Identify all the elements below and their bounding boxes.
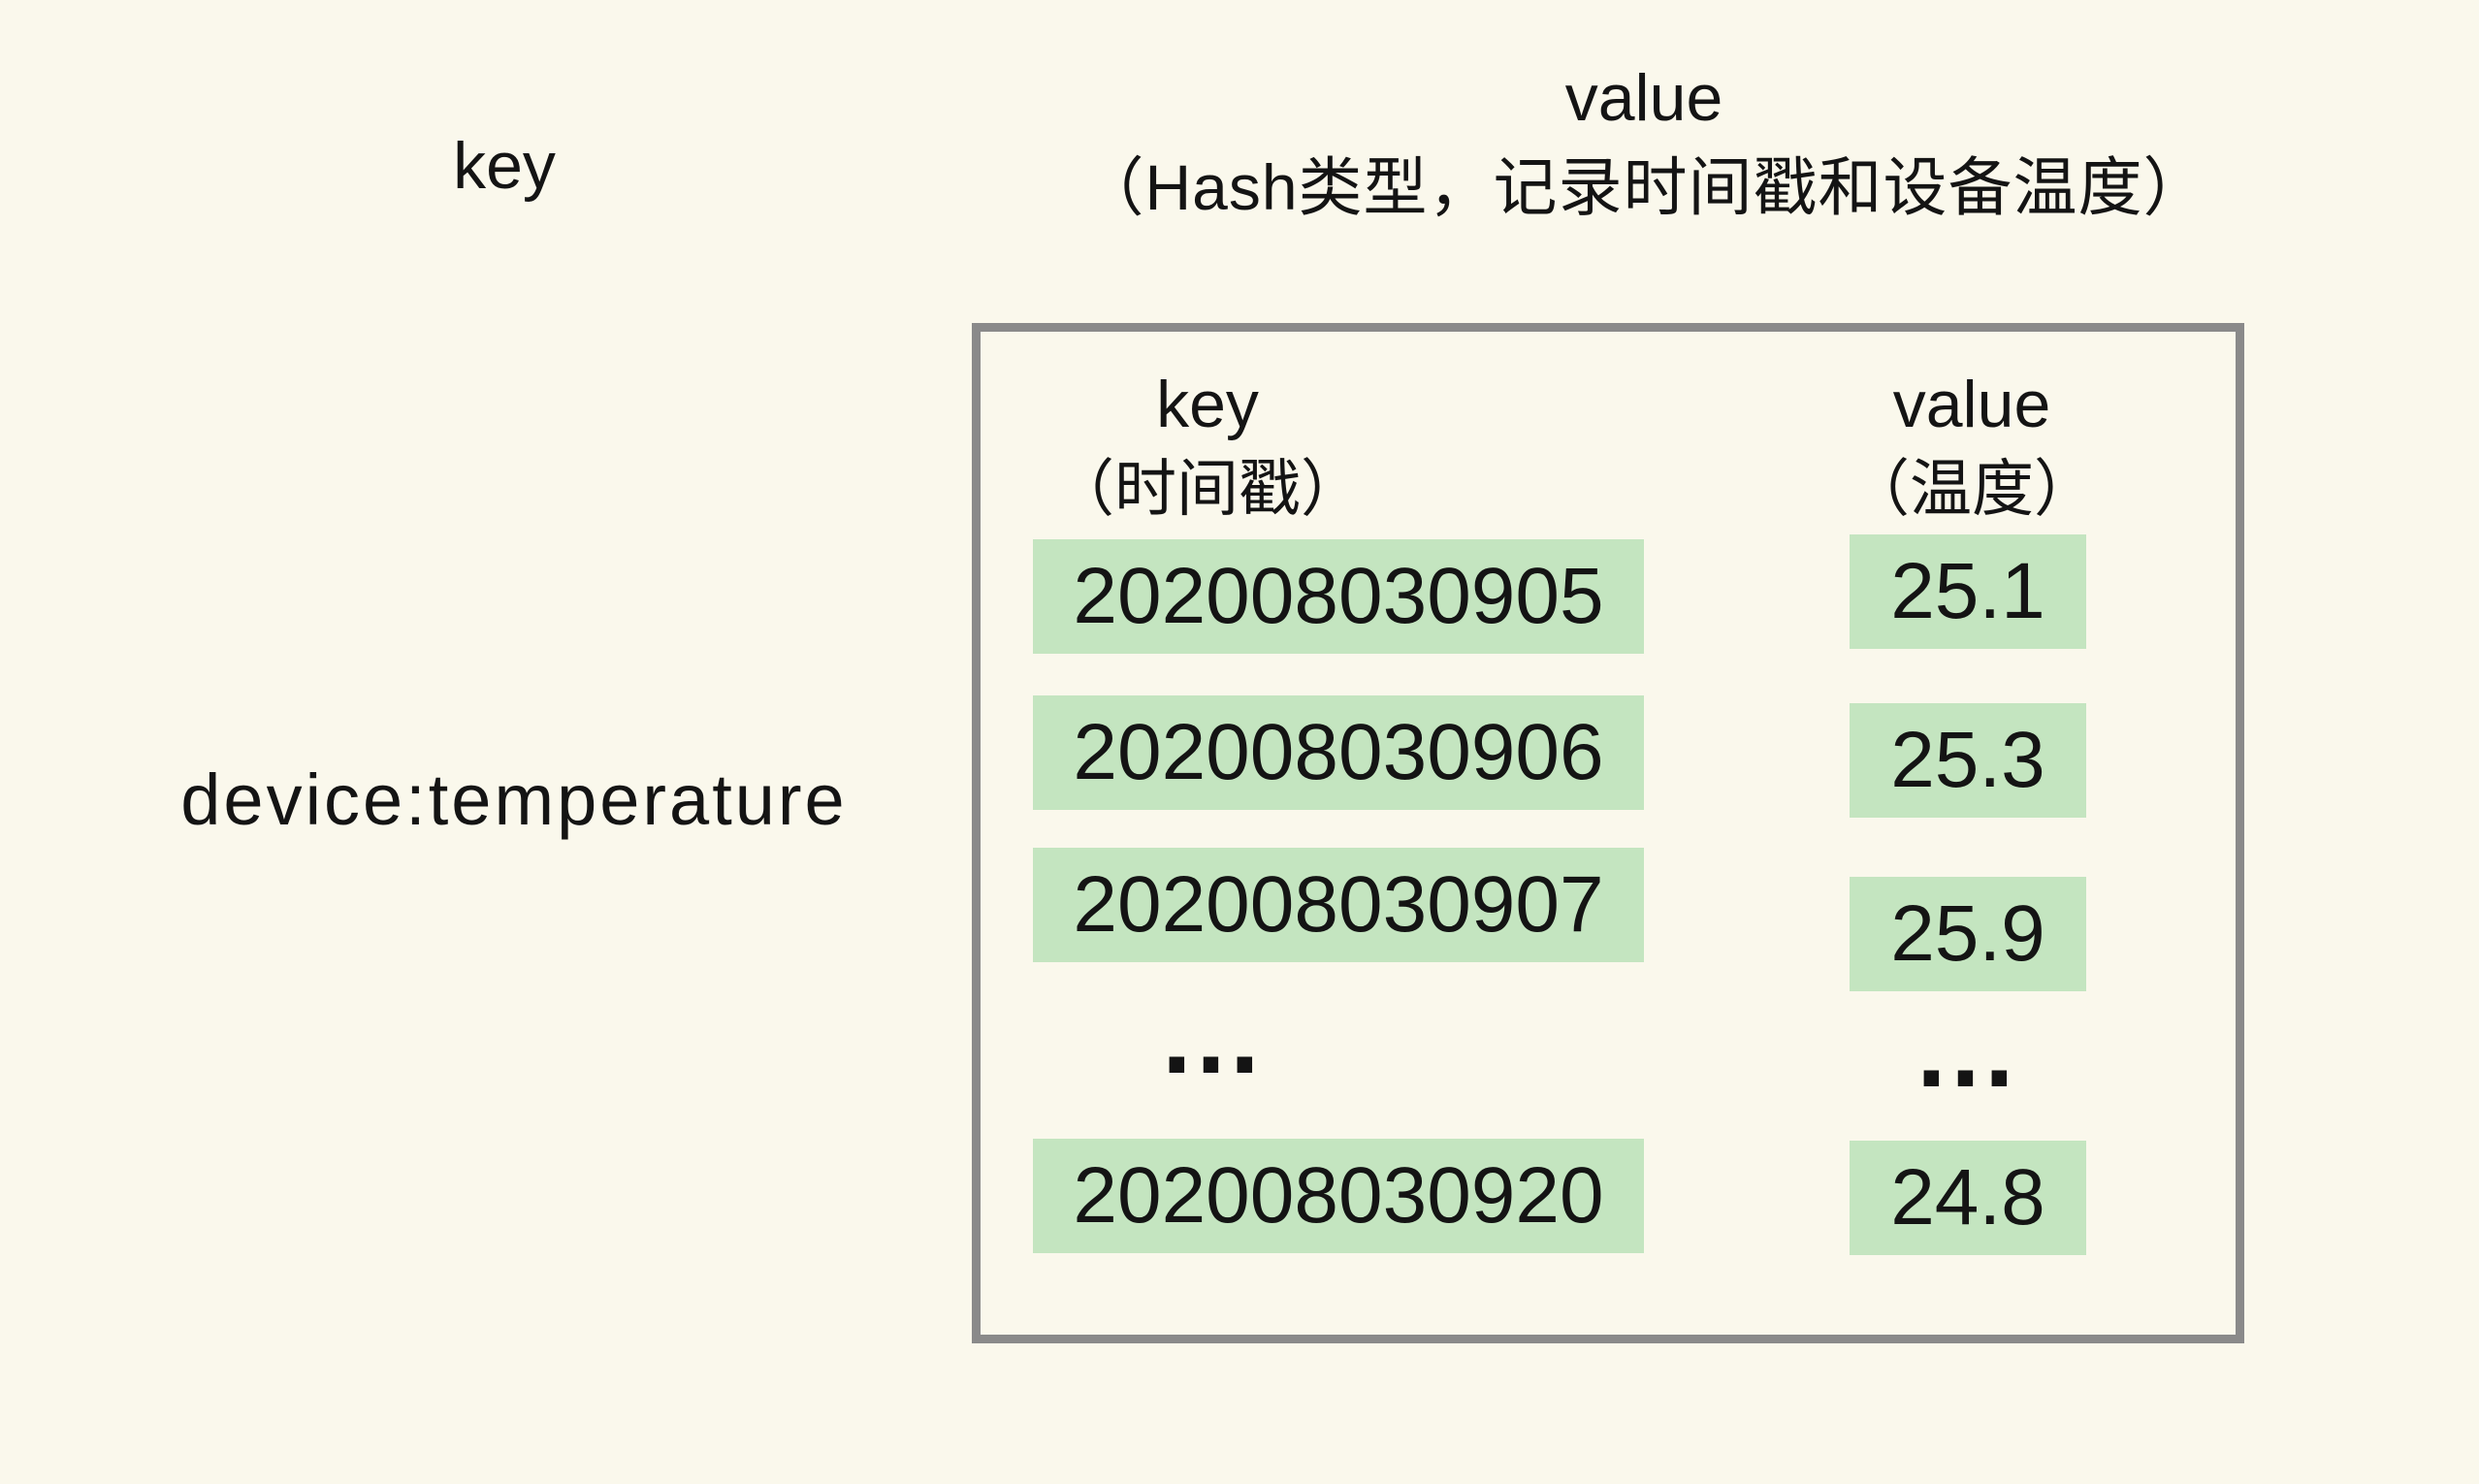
- value-column-title: value: [1892, 368, 2051, 441]
- key-column-ellipsis: …: [1157, 977, 1270, 1096]
- hash-value-temperature-cell: 24.8: [1850, 1141, 2086, 1255]
- hash-field-timestamp-cell: 202008030906: [1033, 695, 1644, 810]
- outer-value-subtitle: （Hash类型，记录时间戳和设备温度）: [1079, 150, 2208, 223]
- hash-field-timestamp-cell: 202008030920: [1033, 1139, 1644, 1253]
- value-column-header: value （温度）: [1768, 369, 2175, 523]
- value-column-ellipsis: …: [1912, 990, 2024, 1110]
- outer-value-header: value （Hash类型，记录时间戳和设备温度）: [970, 62, 2318, 222]
- hash-value-temperature-cell: 25.3: [1850, 703, 2086, 818]
- hash-value-temperature-cell: 25.1: [1850, 534, 2086, 649]
- redis-key-label: device:temperature: [180, 759, 848, 840]
- hash-value-temperature-cell: 25.9: [1850, 877, 2086, 991]
- key-column-subtitle: （时间戳）: [1052, 453, 1363, 524]
- key-column-title: key: [1156, 368, 1259, 441]
- hash-field-timestamp-cell: 202008030907: [1033, 848, 1644, 962]
- outer-value-title: value: [1564, 61, 1723, 135]
- outer-key-label: key: [453, 129, 556, 203]
- hash-table-box: key （时间戳） value （温度） 202008030905 25.1 2…: [972, 323, 2244, 1343]
- value-column-subtitle: （温度）: [1848, 453, 2096, 524]
- hash-field-timestamp-cell: 202008030905: [1033, 539, 1644, 654]
- key-column-header: key （时间戳）: [1004, 369, 1411, 523]
